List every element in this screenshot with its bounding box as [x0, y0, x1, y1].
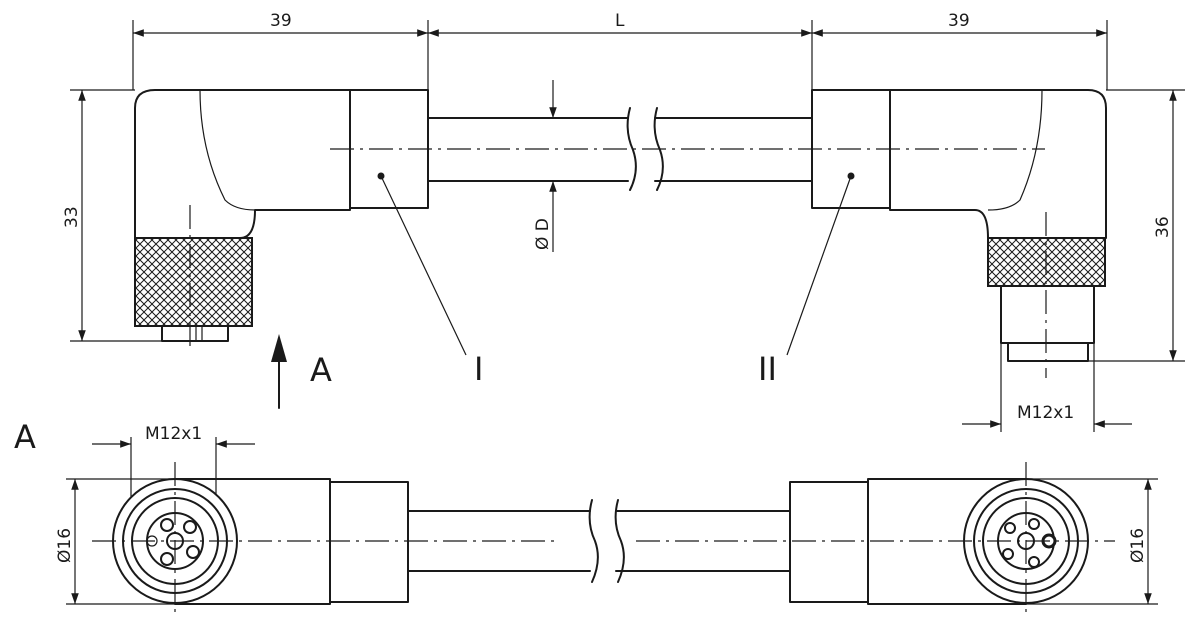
- dim-right-height: 36: [1153, 216, 1173, 238]
- dim-thread-right: M12x1: [1017, 403, 1074, 423]
- right-end-view: [636, 462, 1115, 618]
- view-title: A: [14, 418, 36, 456]
- dim-right-height-group: 36: [1088, 89, 1185, 362]
- dim-left-width: 39: [270, 11, 292, 31]
- dim-thread-right-group: M12x1: [962, 343, 1132, 432]
- part-one-label: I: [474, 350, 483, 388]
- dim-cable-diameter: Ø D: [533, 218, 553, 250]
- dim-left-height: 33: [62, 206, 82, 228]
- dim-cable-diameter-group: Ø D: [533, 80, 557, 252]
- left-connector: [134, 89, 429, 350]
- top-dimensions: 39 L 39: [132, 11, 1108, 90]
- part-two-label: II: [758, 350, 777, 388]
- cable-bottom: [407, 499, 791, 583]
- dim-diameter-right-group: Ø16: [1026, 478, 1158, 605]
- dim-thread-left: M12x1: [145, 424, 202, 444]
- view-arrow-label: A: [310, 351, 332, 389]
- dim-diameter-left-group: Ø16: [55, 478, 175, 605]
- dim-diameter-right: Ø16: [1128, 528, 1148, 563]
- dim-right-width: 39: [948, 11, 970, 31]
- cable-top: [427, 107, 813, 191]
- dim-cable-length: L: [615, 11, 625, 31]
- right-connector: [811, 89, 1107, 378]
- dim-left-height-group: 33: [62, 89, 162, 342]
- view-arrow: A: [271, 334, 332, 409]
- left-end-view: [92, 462, 560, 618]
- dim-diameter-left: Ø16: [55, 528, 75, 563]
